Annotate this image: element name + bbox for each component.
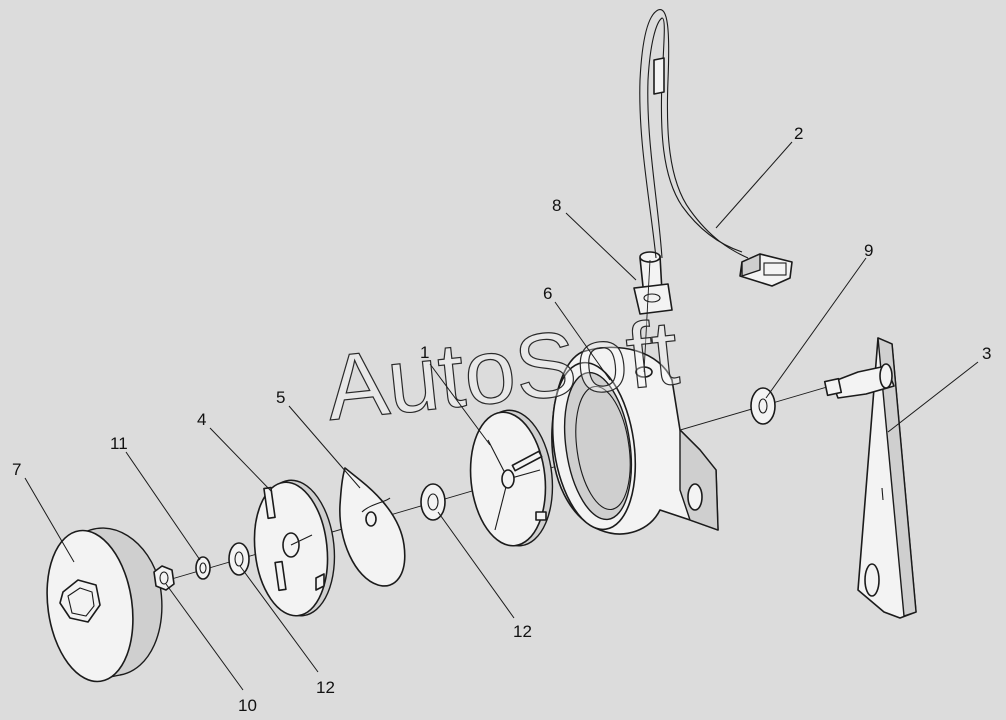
callout-12-right: 12	[513, 622, 532, 641]
callout-7: 7	[12, 460, 21, 479]
part-3-lever	[823, 337, 917, 619]
callout-6: 6	[543, 284, 552, 303]
callout-1: 1	[420, 343, 429, 362]
part-11-washer	[195, 556, 211, 580]
callout-10: 10	[238, 696, 257, 715]
leader-lines	[24, 141, 979, 691]
callout-8: 8	[552, 196, 561, 215]
part-8-fitting	[633, 251, 673, 373]
part-12-washer-right	[420, 483, 446, 521]
part-5-contact-plate	[339, 467, 406, 587]
callout-5: 5	[276, 388, 285, 407]
part-9-washer	[750, 387, 776, 425]
callout-2: 2	[794, 124, 803, 143]
part-4-contact-disk	[253, 479, 336, 617]
part-10-nut	[153, 565, 175, 591]
callout-labels: 1 2 3 4 5 6 7 8 9 10 11 12 12	[12, 124, 991, 715]
part-7-cover	[46, 527, 163, 683]
callout-11: 11	[110, 434, 128, 453]
part-2-cable-harness	[639, 9, 793, 287]
callout-12-left: 12	[316, 678, 335, 697]
part-12-washer-left	[228, 542, 250, 576]
callout-3: 3	[982, 344, 991, 363]
callout-4: 4	[197, 410, 206, 429]
part-1-rotor-disk	[469, 409, 554, 547]
callout-9: 9	[864, 241, 873, 260]
part-6-housing	[551, 346, 719, 535]
